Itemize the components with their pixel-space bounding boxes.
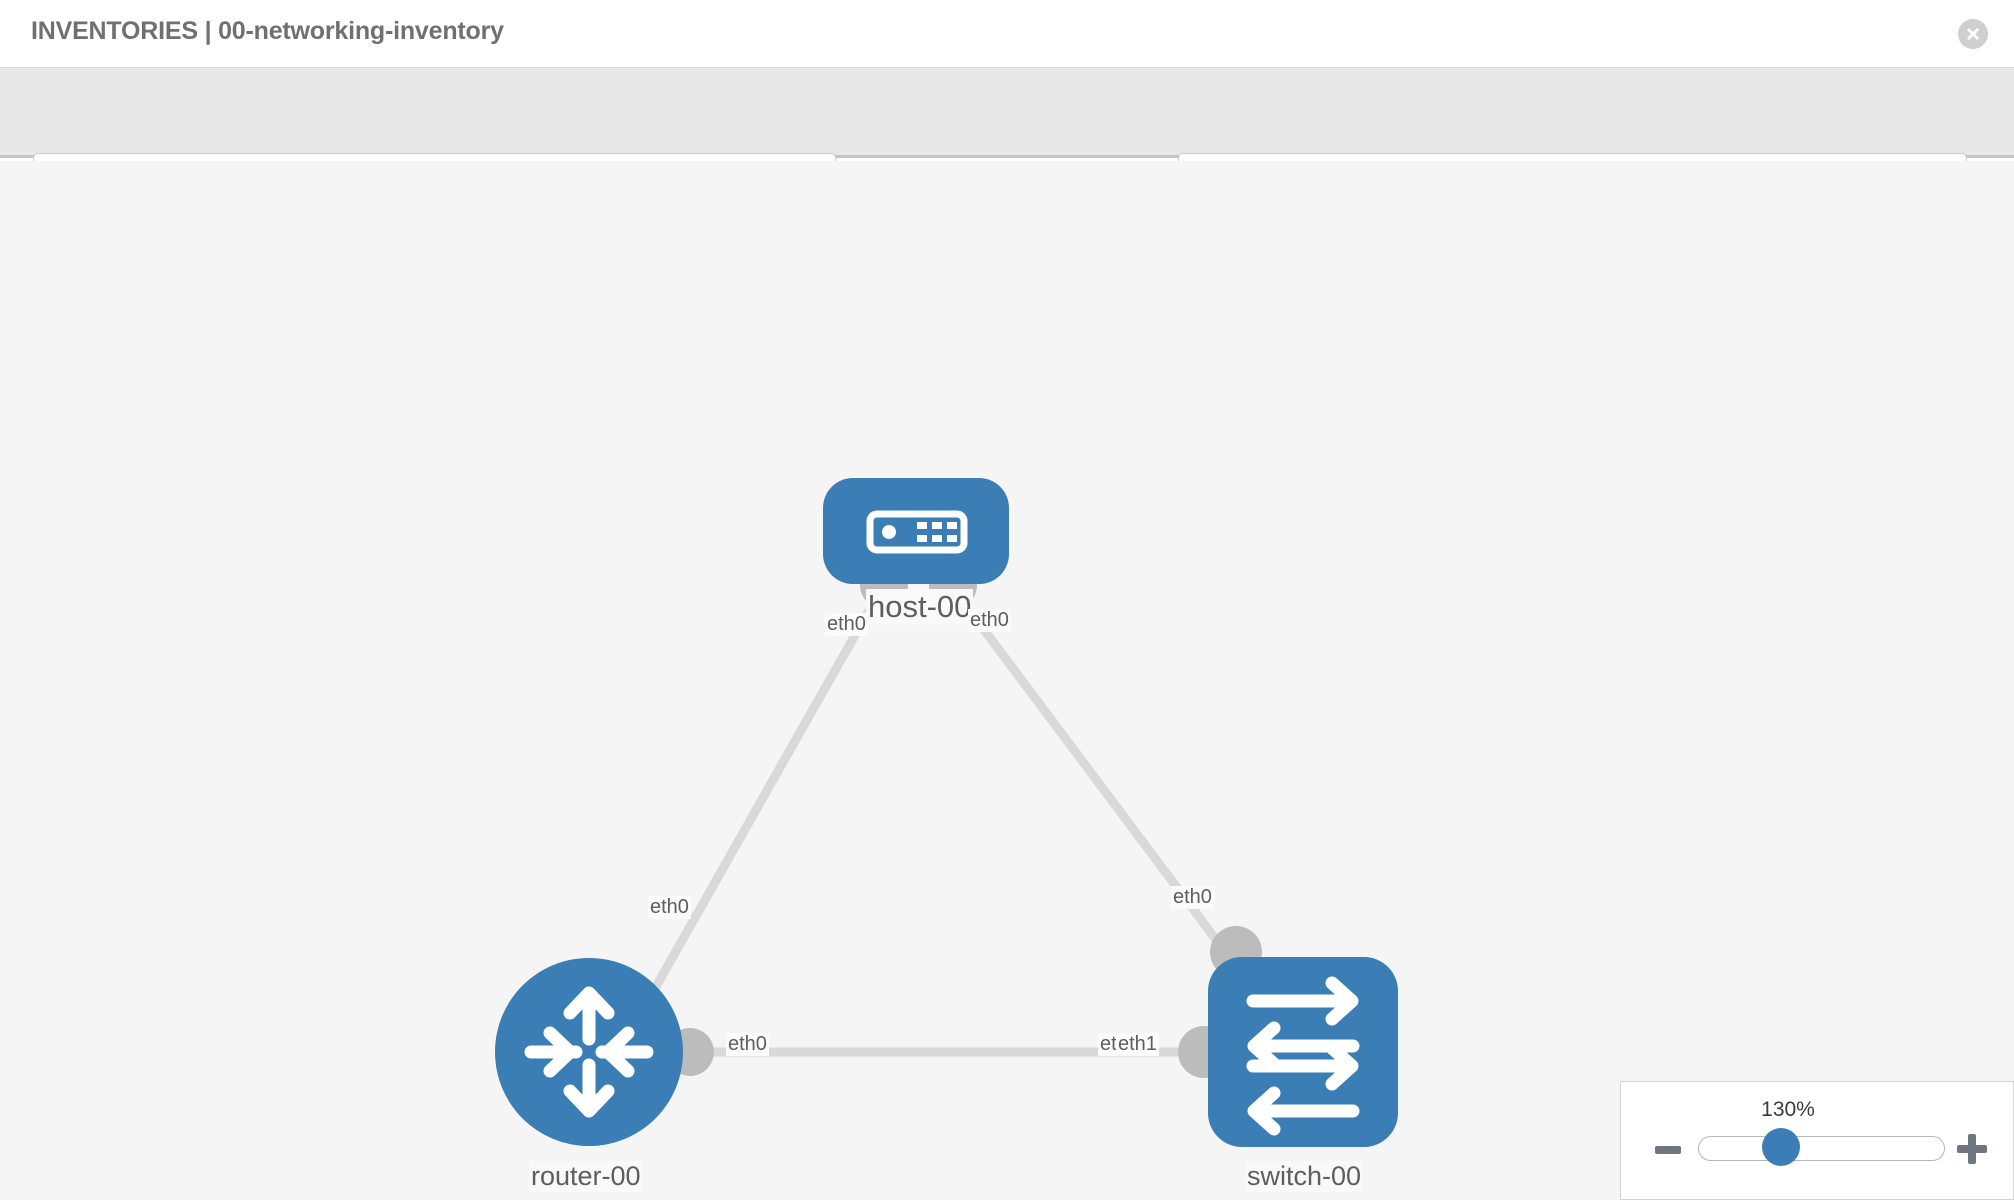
iface-label-switch-top: eth0 [1171,886,1214,909]
zoom-slider-track[interactable] [1698,1136,1945,1161]
zoom-out-button[interactable] [1655,1137,1681,1163]
iface-label-switch-left: eth1 [1116,1033,1159,1056]
iface-label-router-right: eth0 [726,1033,769,1056]
switch-arrows-icon [1246,976,1360,1136]
close-icon[interactable] [1958,19,1988,49]
router-arrows-icon [524,986,654,1118]
topology-canvas[interactable]: host-00 router-00 switch-00 eth0 eth0 et… [0,161,2014,1200]
node-switch-00 [1208,957,1398,1147]
page-title: INVENTORIES | 00-networking-inventory [31,17,504,45]
zoom-in-button[interactable] [1957,1134,1987,1164]
node-label-router-00: router-00 [529,1161,643,1192]
zoom-slider-thumb[interactable] [1762,1128,1800,1166]
iface-label-host-left: eth0 [825,613,868,636]
topology-graph [495,478,1398,1147]
iface-label-router-top: eth0 [648,896,691,919]
link-host-router [641,588,884,1009]
node-label-switch-00: switch-00 [1245,1161,1364,1192]
toolbar: ACTIONS SEARCH [0,68,2014,205]
node-router-00 [495,958,683,1146]
server-icon [866,510,968,554]
iface-label-host-right: eth0 [968,609,1011,632]
node-host-00 [823,478,1009,584]
zoom-level-value: 130% [1761,1098,1815,1121]
page-header: INVENTORIES | 00-networking-inventory [0,0,2014,68]
zoom-control[interactable]: 130% [1620,1081,2014,1200]
node-label-host-00: host-00 [866,589,974,625]
